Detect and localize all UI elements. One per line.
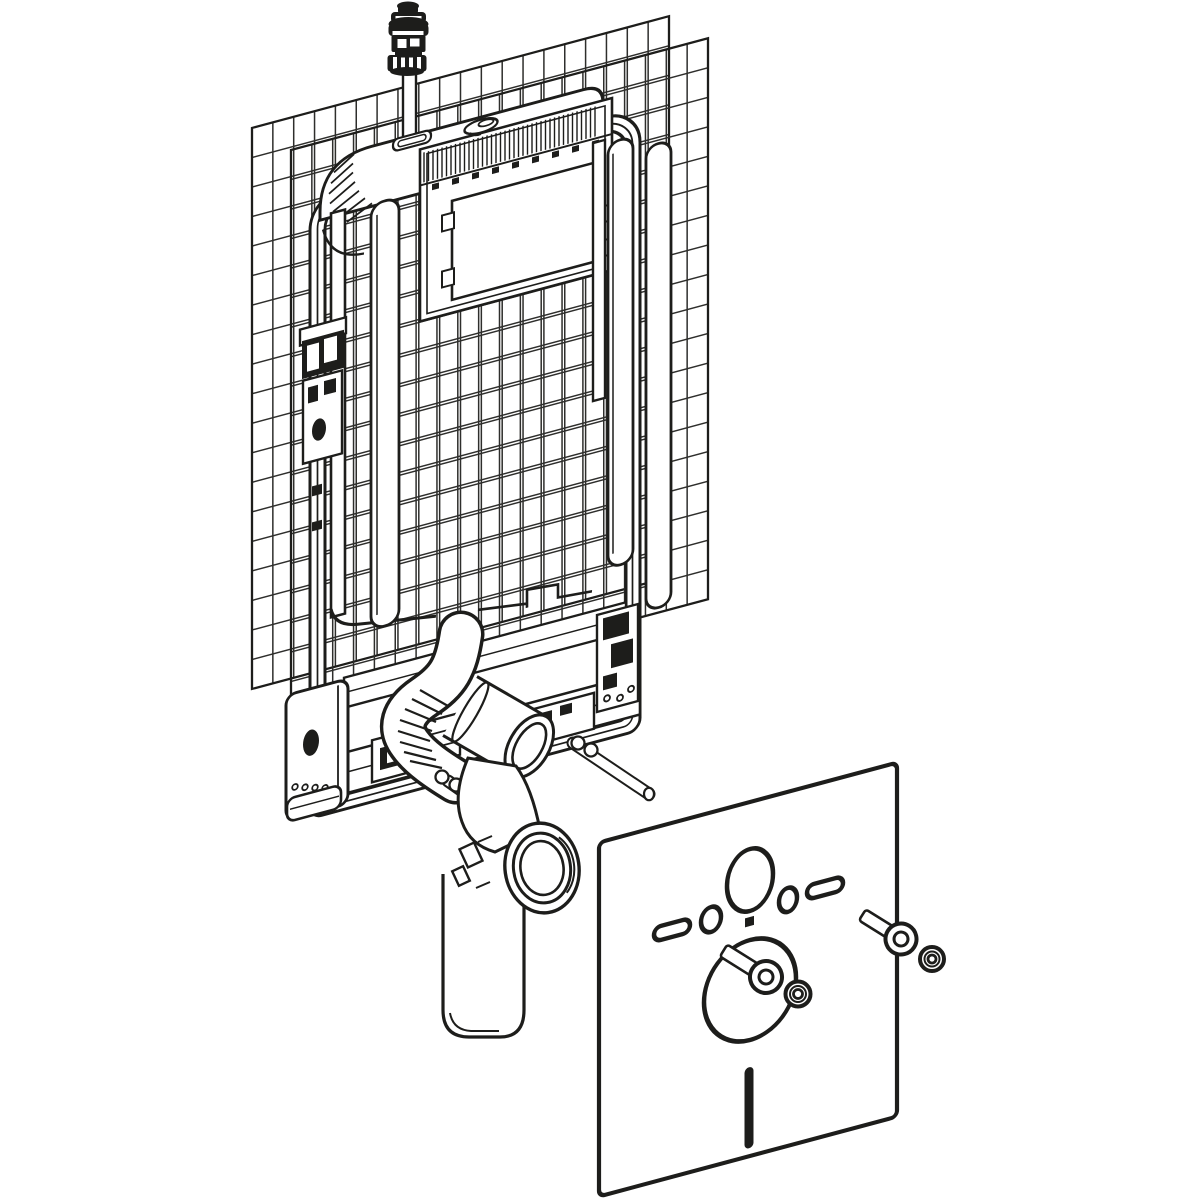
corner-rib-line	[330, 162, 354, 184]
side-clip	[441, 267, 455, 289]
corner-rib-line	[329, 181, 356, 205]
flush-bend-rib	[409, 759, 443, 770]
inspection-box-rib-band	[423, 106, 596, 183]
rod-end-cap	[642, 786, 656, 802]
flush-bend-rib	[404, 707, 437, 724]
washer-mid-ring	[789, 985, 807, 1003]
washer-mid-ring	[923, 950, 941, 968]
corner-rib-line	[332, 190, 360, 213]
mat-hole-oval	[698, 904, 724, 935]
mesh-wire-horizontal	[252, 44, 669, 159]
mat-hole-bar	[744, 1067, 754, 1149]
screw-head-socket	[757, 968, 775, 986]
corner-rib-line	[328, 171, 354, 195]
wall-plane-group	[250, 14, 710, 822]
outlet-pipe	[441, 874, 526, 1039]
mat-hole-square	[745, 915, 754, 928]
side-clip	[441, 211, 455, 233]
frame-foot	[284, 679, 350, 822]
wall-anchor-strip-left	[369, 198, 401, 628]
sound-insulation-mat	[596, 761, 900, 1198]
tank-bottom-edge	[329, 608, 437, 627]
socket-clamp	[450, 835, 493, 889]
rod-ring	[434, 769, 450, 785]
top-slot-cover-inner	[397, 133, 427, 148]
corner-rib-line	[333, 153, 355, 174]
flush-bend-rib	[411, 698, 443, 715]
flush-bend-rib	[399, 740, 433, 753]
flush-bend-rib	[419, 689, 449, 707]
washer	[918, 945, 946, 973]
fasteners-group	[719, 909, 946, 1009]
outlet-pipe-inner-edge	[449, 1012, 499, 1032]
rib-band-base	[420, 132, 612, 187]
wall-anchor-strip-right-front	[606, 137, 635, 567]
rail-bracket-right	[595, 602, 640, 714]
filler-cap-oval-inner	[477, 118, 495, 128]
rail-bracket-left	[298, 315, 348, 466]
rail-mark	[312, 519, 322, 532]
flush-bend	[380, 610, 485, 805]
corner-rib-line	[346, 202, 373, 223]
wc-connector-stub	[442, 675, 556, 779]
fixing-screw	[719, 944, 784, 995]
internal-hose-arc	[321, 228, 365, 256]
washer-hole	[926, 953, 938, 965]
crossbar-line	[344, 616, 626, 694]
rail-mark	[312, 483, 322, 497]
screw-head	[883, 921, 919, 957]
flush-bend-body	[383, 614, 481, 801]
rod-ring	[583, 742, 599, 758]
filler-cap-wire	[469, 132, 482, 137]
clip-teeth-row	[432, 139, 599, 191]
rod-ring	[570, 735, 586, 751]
piping-group	[380, 1, 656, 1039]
mat-hole-slot	[651, 917, 693, 943]
screw-head	[748, 959, 784, 995]
flush-bend-rib	[397, 729, 431, 743]
screw-head-socket	[892, 930, 910, 948]
tank-bottom-step	[477, 582, 593, 612]
sound-insulation-mat-holes	[651, 846, 846, 1149]
mat-hole-oval	[701, 936, 799, 1044]
tank-right-wall	[591, 138, 607, 403]
mat-hole-slot	[804, 875, 846, 901]
drain-socket	[450, 756, 581, 915]
mat-hole-oval	[724, 846, 776, 914]
mat-hole-oval	[776, 885, 800, 915]
fixing-screw	[858, 909, 919, 957]
flush-bend-rib	[399, 718, 433, 733]
washer-hole	[792, 988, 804, 1000]
angle-stop-valve	[387, 1, 429, 76]
washer	[783, 979, 813, 1009]
mat-plane-group	[596, 761, 900, 1198]
flush-bend-rib	[403, 750, 437, 762]
wall-anchor-strip-right-back	[644, 141, 673, 610]
